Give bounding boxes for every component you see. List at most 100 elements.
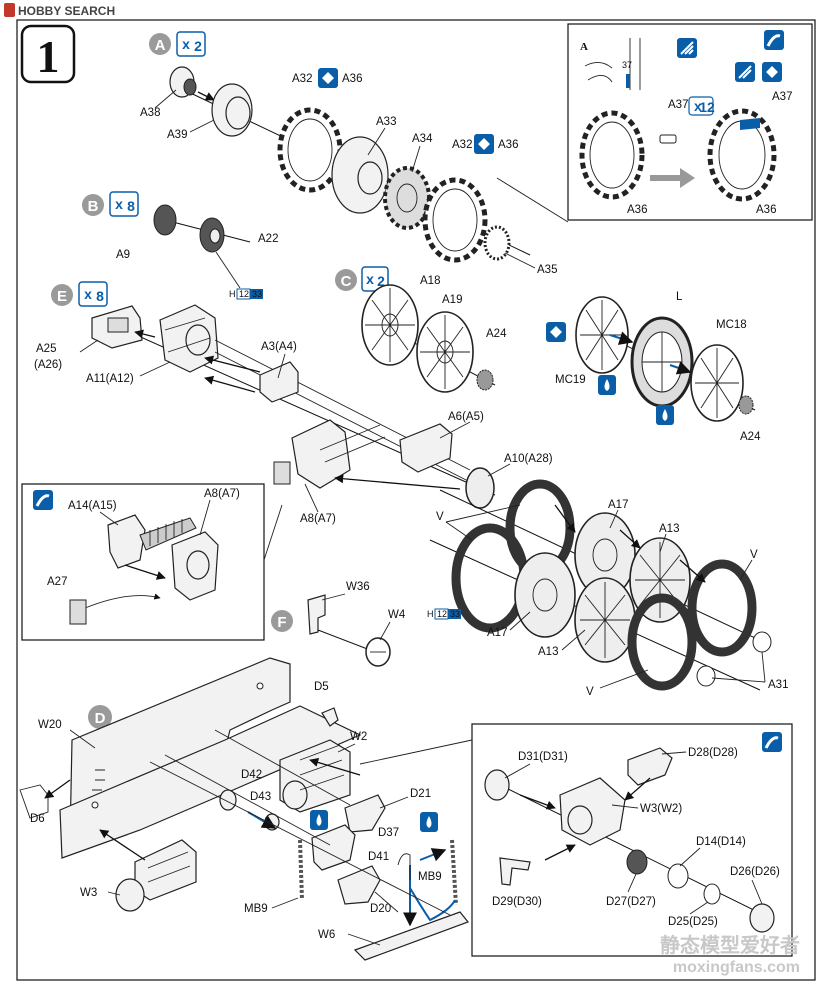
label-a3: A3(A4) <box>261 341 297 353</box>
callout-C: C x 2 <box>335 266 389 292</box>
label-a19: A19 <box>442 294 462 306</box>
suspension-bogie-assembly: A25 (A26) A11(A12) A3(A4) A6(A5) A10(A28… <box>34 304 553 525</box>
svg-text:HOBBY SEARCH: HOBBY SEARCH <box>18 4 115 18</box>
part-a32-sprocket-2 <box>422 177 488 263</box>
label-a24: A24 <box>486 328 507 340</box>
part-a34 <box>383 166 431 230</box>
svg-text:C: C <box>341 273 352 290</box>
label-a25: A25 <box>36 343 56 355</box>
label-v3: V <box>586 686 594 698</box>
svg-text:1: 1 <box>37 31 60 82</box>
svg-text:2: 2 <box>377 273 385 289</box>
svg-text:B: B <box>88 198 99 215</box>
both-sides-icon-2 <box>474 134 494 154</box>
svg-text:A37: A37 <box>668 99 688 111</box>
label-a36: A36 <box>342 73 362 85</box>
label-w36: W36 <box>346 581 370 593</box>
label-d5: D5 <box>314 681 329 693</box>
label-w3-inset: W3(W2) <box>640 803 682 815</box>
label-a32: A32 <box>292 73 312 85</box>
label-a13: A13 <box>659 523 679 535</box>
callout-D: D <box>88 705 112 729</box>
road-wheel-assembly: V A17 A13 V A17 A13 V A31 <box>429 479 788 698</box>
hull-side-assembly-d: D5 W20 W2 D42 D43 D21 D37 D6 D41 MB9 W3 … <box>19 657 469 961</box>
label-a13b: A13 <box>538 646 558 658</box>
svg-text:A36: A36 <box>756 204 776 216</box>
part-a32-sprocket-1 <box>277 107 343 193</box>
label-w6: W6 <box>318 929 335 941</box>
label-a17b: A17 <box>487 627 507 639</box>
label-d21: D21 <box>410 788 431 800</box>
label-d28: D28(D28) <box>688 747 738 759</box>
label-d14: D14(D14) <box>696 836 746 848</box>
both-sides-icon-1 <box>318 68 338 88</box>
part-a38 <box>169 66 197 98</box>
svg-text:8: 8 <box>96 288 104 304</box>
label-v2: V <box>750 549 758 561</box>
label-d37: D37 <box>378 827 399 839</box>
svg-text:D: D <box>95 710 106 727</box>
tow-hook-assembly-f: W36 W4 <box>307 581 406 667</box>
part-a33 <box>331 136 389 214</box>
label-w3: W3 <box>80 887 97 899</box>
label-mb9: MB9 <box>418 871 442 883</box>
svg-text:F: F <box>277 614 286 631</box>
step-frame <box>16 19 816 981</box>
label-a39: A39 <box>167 129 187 141</box>
svg-text:A: A <box>580 41 588 53</box>
label-w2: W2 <box>350 731 367 743</box>
label-a26: (A26) <box>34 359 62 371</box>
sprue-code-1: H 12 33 <box>229 288 263 300</box>
svg-text:moxingfans.com: moxingfans.com <box>673 959 800 976</box>
svg-text:2: 2 <box>194 38 202 54</box>
callout-F: F <box>271 610 293 632</box>
label-d42: D42 <box>241 769 262 781</box>
svg-text:33: 33 <box>252 289 262 299</box>
label-mc19: MC19 <box>555 374 586 386</box>
watermark: 静态模型爱好者 moxingfans.com <box>660 933 800 976</box>
label-a10: A10(A28) <box>504 453 553 465</box>
label-d26: D26(D26) <box>730 866 780 878</box>
label-a17: A17 <box>608 499 628 511</box>
svg-text:H: H <box>229 289 236 299</box>
label-d25: D25(D25) <box>668 916 718 928</box>
svg-text:x: x <box>366 271 374 287</box>
label-mb9b: MB9 <box>244 903 268 915</box>
label-w4: W4 <box>388 609 406 621</box>
part-a35 <box>483 225 511 261</box>
label-d41: D41 <box>368 851 389 863</box>
label-a6: A6(A5) <box>448 411 484 423</box>
label-l: L <box>676 291 683 303</box>
label-mc18: MC18 <box>716 319 747 331</box>
svg-text:8: 8 <box>127 198 135 214</box>
label-a34: A34 <box>412 133 433 145</box>
label-a11: A11(A12) <box>86 373 134 385</box>
part-a39 <box>211 83 253 137</box>
label-d27: D27(D27) <box>606 896 656 908</box>
svg-text:A: A <box>155 37 166 54</box>
sprocket-assembly: A38 A39 A32 A36 A33 A34 A32 A36 A35 <box>140 66 557 276</box>
label-d29: D29(D30) <box>492 896 542 908</box>
sprue-code-2: H 12 33 <box>427 608 461 620</box>
label-a22: A22 <box>258 233 278 245</box>
svg-text:12: 12 <box>239 289 249 299</box>
label-a31: A31 <box>768 679 788 691</box>
label-d31: D31(D31) <box>518 751 568 763</box>
label-a8-inset: A8(A7) <box>204 488 240 500</box>
label-a36b: A36 <box>498 139 518 151</box>
hobby-search-logo: HOBBY SEARCH <box>4 3 115 18</box>
label-a38: A38 <box>140 107 160 119</box>
label-d43: D43 <box>250 791 271 803</box>
idler-wheel-metal-assembly: L MC18 MC19 A24 <box>546 291 761 443</box>
label-a33: A33 <box>376 116 396 128</box>
svg-text:12: 12 <box>699 99 715 115</box>
svg-text:x: x <box>182 36 190 52</box>
svg-text:A37: A37 <box>772 91 792 103</box>
svg-text:静态模型爱好者: 静态模型爱好者 <box>660 933 800 957</box>
label-a24b: A24 <box>740 431 761 443</box>
final-drive-detail-inset: D31(D31) D28(D28) W3(W2) D14(D14) D29(D3… <box>359 723 793 957</box>
svg-text:x: x <box>84 286 92 302</box>
label-d6: D6 <box>30 813 45 825</box>
label-a27: A27 <box>47 576 67 588</box>
